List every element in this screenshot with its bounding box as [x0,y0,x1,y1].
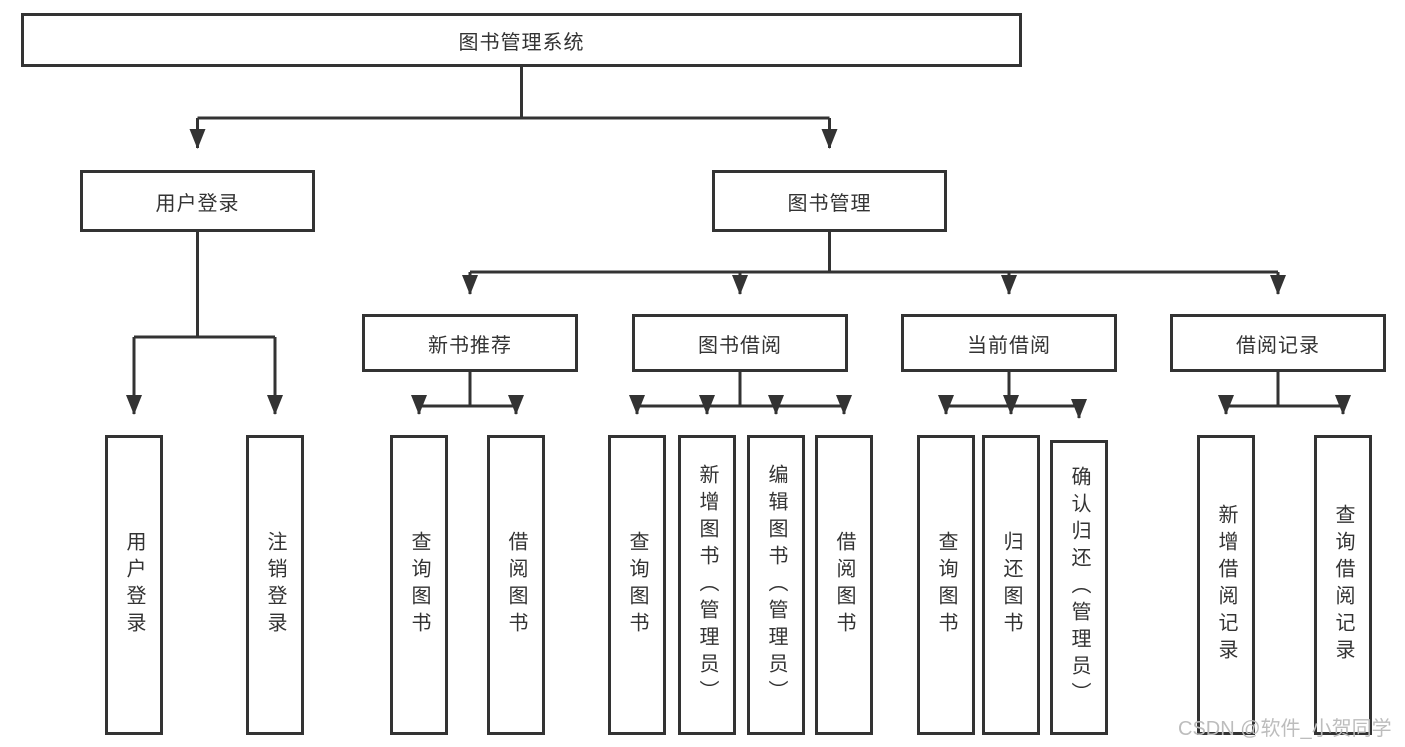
leaf-query-books-borrow: 查询图书 [608,435,666,735]
leaf-label: 编辑图书（管理员） [765,463,787,707]
node-current-borrowing: 当前借阅 [901,314,1117,372]
leaf-label: 用户登录 [123,531,145,639]
csdn-watermark: CSDN @软件_小贺同学 [1178,718,1392,740]
leaf-return-books: 归还图书 [982,435,1040,735]
node-borrowing-records: 借阅记录 [1170,314,1386,372]
node-user-login: 用户登录 [80,170,315,232]
leaf-label: 查询图书 [935,531,957,639]
leaf-query-books-recommend: 查询图书 [390,435,448,735]
leaf-logout: 注销登录 [246,435,304,735]
leaf-user-login: 用户登录 [105,435,163,735]
leaf-label: 借阅图书 [505,531,527,639]
leaf-add-borrow-record: 新增借阅记录 [1197,435,1255,735]
node-book-borrowing: 图书借阅 [632,314,848,372]
leaf-label: 查询借阅记录 [1332,504,1354,666]
leaf-label: 新增图书（管理员） [696,463,718,707]
leaf-edit-books-admin: 编辑图书（管理员） [747,435,805,735]
node-new-book-recommendation: 新书推荐 [362,314,578,372]
leaf-borrow-books-recommend: 借阅图书 [487,435,545,735]
leaf-label: 借阅图书 [833,531,855,639]
leaf-query-books-current: 查询图书 [917,435,975,735]
leaf-label: 查询图书 [626,531,648,639]
leaf-query-borrow-record: 查询借阅记录 [1314,435,1372,735]
leaf-label: 注销登录 [264,531,286,639]
leaf-add-books-admin: 新增图书（管理员） [678,435,736,735]
leaf-label: 查询图书 [408,531,430,639]
leaf-label: 确认归还（管理员） [1068,466,1090,709]
leaf-borrow-books: 借阅图书 [815,435,873,735]
leaf-label: 归还图书 [1000,531,1022,639]
node-book-management: 图书管理 [712,170,947,232]
node-root: 图书管理系统 [21,13,1022,67]
leaf-confirm-return-admin: 确认归还（管理员） [1050,440,1108,735]
leaf-label: 新增借阅记录 [1215,504,1237,666]
